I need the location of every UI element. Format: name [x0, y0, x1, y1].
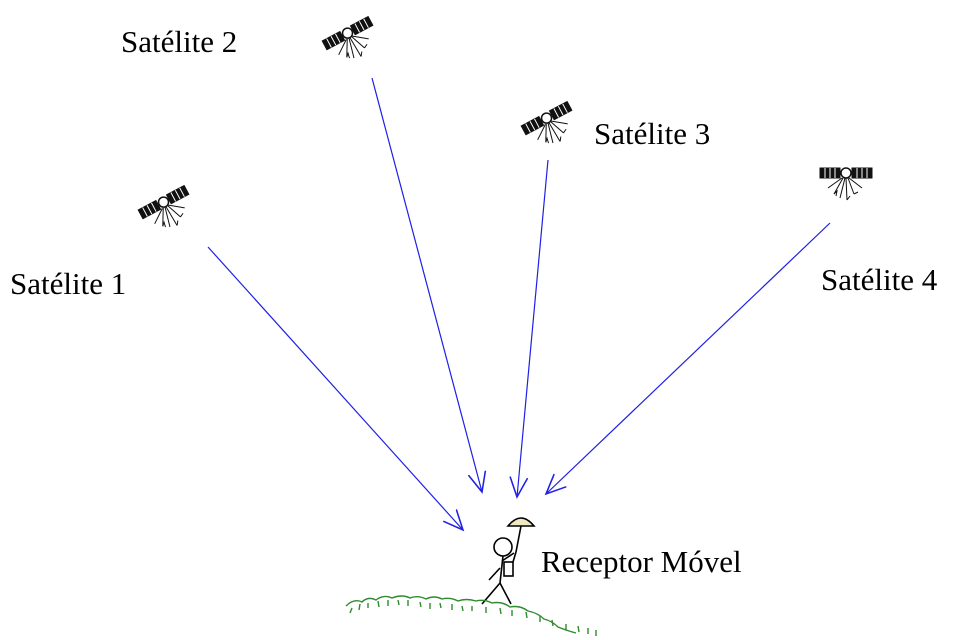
receiver-label: Receptor Móvel [541, 544, 742, 579]
satellite-2-icon [321, 15, 384, 70]
satellite-4-icon [819, 167, 873, 201]
satellite-2-label: Satélite 2 [121, 24, 238, 59]
person-with-antenna-icon [481, 517, 536, 605]
signal-line-1 [207, 246, 463, 530]
satellite-1-icon [137, 184, 200, 239]
signal-line-3 [517, 159, 549, 497]
grass-ground [345, 595, 597, 636]
satellite-1-label: Satélite 1 [10, 266, 127, 301]
satellite-3-icon [520, 100, 583, 155]
satellite-3-label: Satélite 3 [594, 116, 711, 151]
signal-line-4 [546, 222, 831, 494]
signal-line-2 [371, 77, 482, 492]
satellite-4-label: Satélite 4 [821, 262, 938, 297]
